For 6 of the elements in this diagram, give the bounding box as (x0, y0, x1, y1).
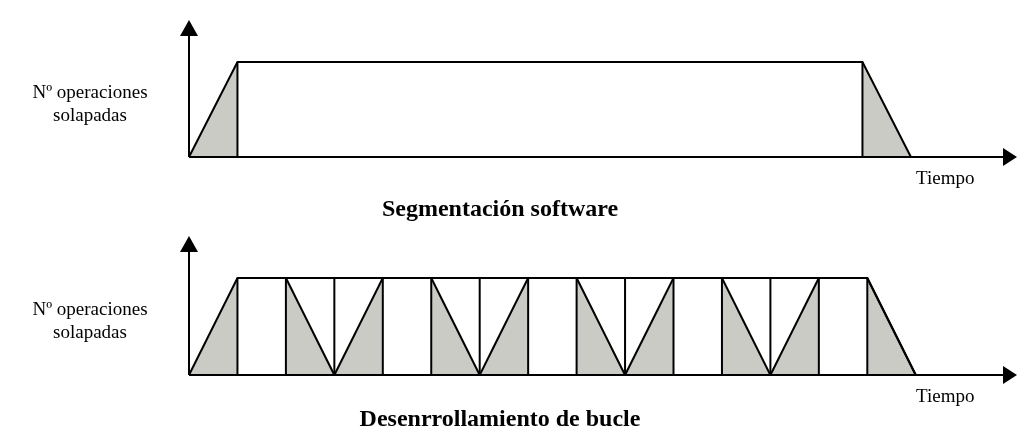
y-axis-label: Nº operaciones solapadas (31, 79, 149, 126)
chart-title: Desenrrollamiento de bucle (358, 405, 642, 432)
chart-title: Segmentación software (380, 195, 620, 222)
x-axis-label: Tiempo (916, 167, 975, 189)
x-axis-label: Tiempo (916, 385, 975, 407)
y-axis-label: Nº operaciones solapadas (31, 296, 149, 343)
